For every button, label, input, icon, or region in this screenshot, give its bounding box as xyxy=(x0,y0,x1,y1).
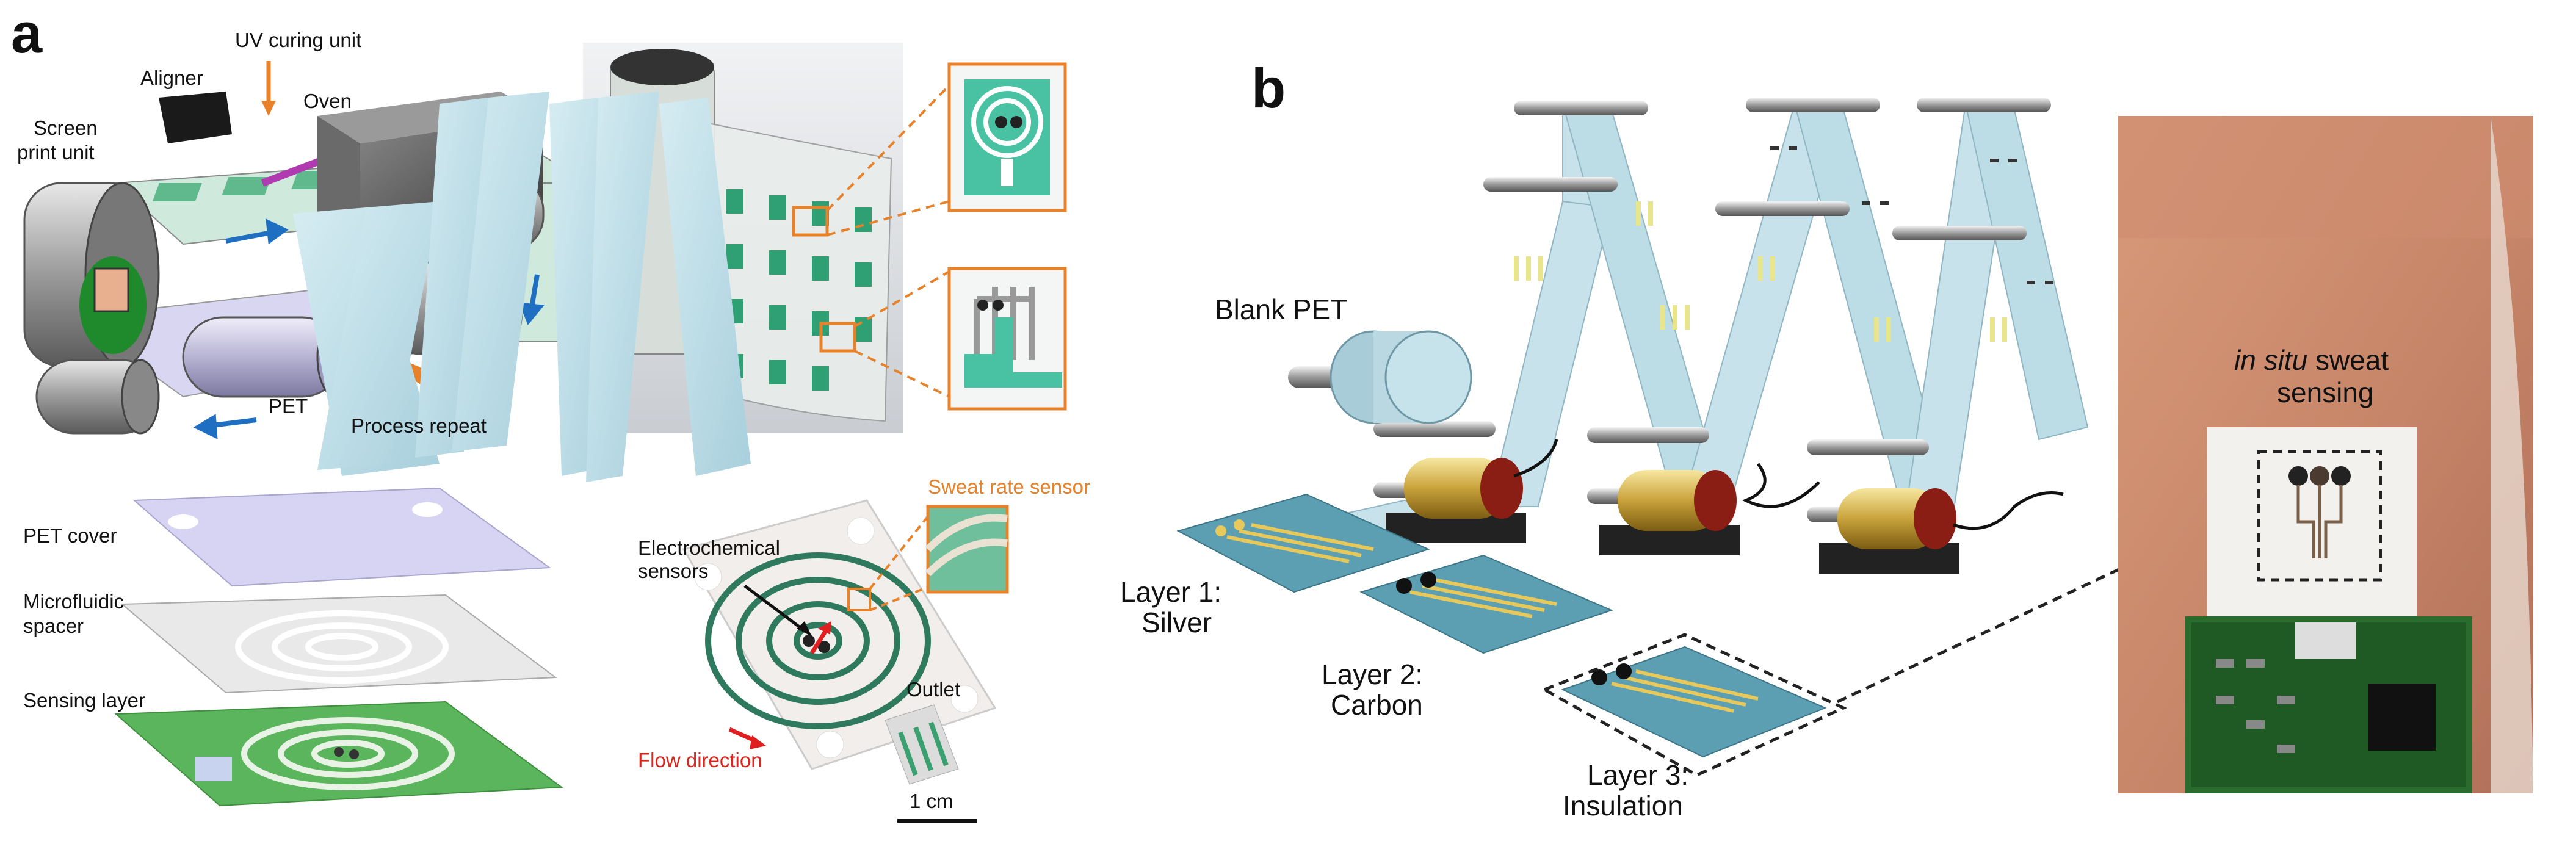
panel-letter-b: b xyxy=(1251,57,1286,120)
label-sensing-layer: Sensing layer xyxy=(23,689,145,712)
label-sweat: sweat xyxy=(2307,344,2389,376)
printing-units xyxy=(1386,439,2064,574)
blank-pet-roll xyxy=(1288,330,1472,424)
label-layer1: Layer 1: xyxy=(1120,576,1222,608)
label-screen: Screen xyxy=(34,117,98,139)
label-sensing: sensing xyxy=(2277,377,2374,408)
label-carbon: Carbon xyxy=(1331,689,1423,721)
wrist-photo xyxy=(2118,116,2533,793)
label-pet: PET xyxy=(269,395,308,417)
label-process-repeat: Process repeat xyxy=(351,414,487,437)
label-aligner: Aligner xyxy=(140,67,203,89)
label-in-situ: in situ xyxy=(2234,344,2308,376)
label-oven: Oven xyxy=(303,90,352,112)
label-electrochemical: Electrochemical xyxy=(638,536,780,559)
label-in-situ-sweat: in situ sweat xyxy=(2234,345,2389,376)
label-uv-curing-unit: UV curing unit xyxy=(235,29,362,51)
label-layer3: Layer 3: xyxy=(1587,759,1689,791)
label-scale-bar: 1 cm xyxy=(910,790,953,812)
device-photo xyxy=(682,499,1009,823)
label-spacer: spacer xyxy=(23,615,84,637)
label-sweat-rate-sensor: Sweat rate sensor xyxy=(928,475,1090,498)
label-blank-pet: Blank PET xyxy=(1215,294,1348,325)
label-pet-cover: PET cover xyxy=(23,524,117,547)
layer-stack xyxy=(114,487,563,807)
multilayer-printing xyxy=(293,92,751,482)
label-flow-direction: Flow direction xyxy=(638,749,762,771)
label-print-unit: print unit xyxy=(17,141,95,164)
printed-sheets xyxy=(1176,493,1847,777)
label-silver: Silver xyxy=(1141,607,1212,638)
label-insulation: Insulation xyxy=(1563,790,1683,821)
panel-letter-a: a xyxy=(11,2,43,65)
label-outlet: Outlet xyxy=(906,678,961,701)
label-layer2: Layer 2: xyxy=(1322,658,1424,690)
label-microfluidic: Microfluidic xyxy=(23,590,125,613)
label-sensors: sensors xyxy=(638,560,709,582)
